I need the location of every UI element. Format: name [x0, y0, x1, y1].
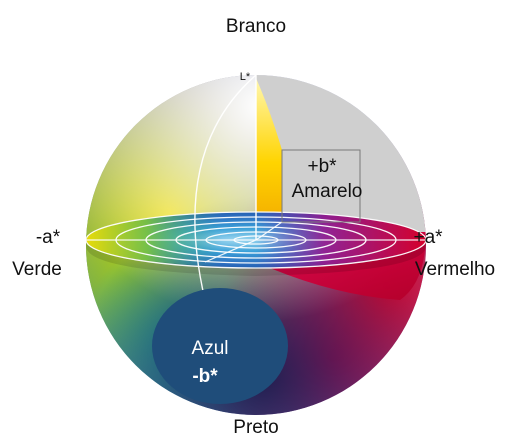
- label-azul: Azul: [192, 338, 229, 359]
- label-vermelho: Vermelho: [415, 259, 495, 280]
- label-minus-b: -b*: [192, 366, 218, 387]
- label-branco: Branco: [226, 16, 286, 37]
- blue-region-disc: [152, 288, 288, 404]
- label-preto: Preto: [233, 417, 278, 438]
- meridian-line: [194, 75, 257, 301]
- label-plus-a: +a*: [413, 227, 443, 248]
- cutaway-gray-wall: [256, 75, 426, 232]
- b-plus-box: [281, 149, 361, 223]
- label-plus-b: +b*: [307, 156, 337, 177]
- label-amarelo: Amarelo: [292, 181, 363, 202]
- label-minus-a: -a*: [36, 227, 61, 248]
- label-verde: Verde: [12, 259, 62, 280]
- hue-axes: [86, 221, 426, 263]
- label-l-axis: L*: [240, 71, 251, 83]
- yellow-wall: [256, 78, 282, 232]
